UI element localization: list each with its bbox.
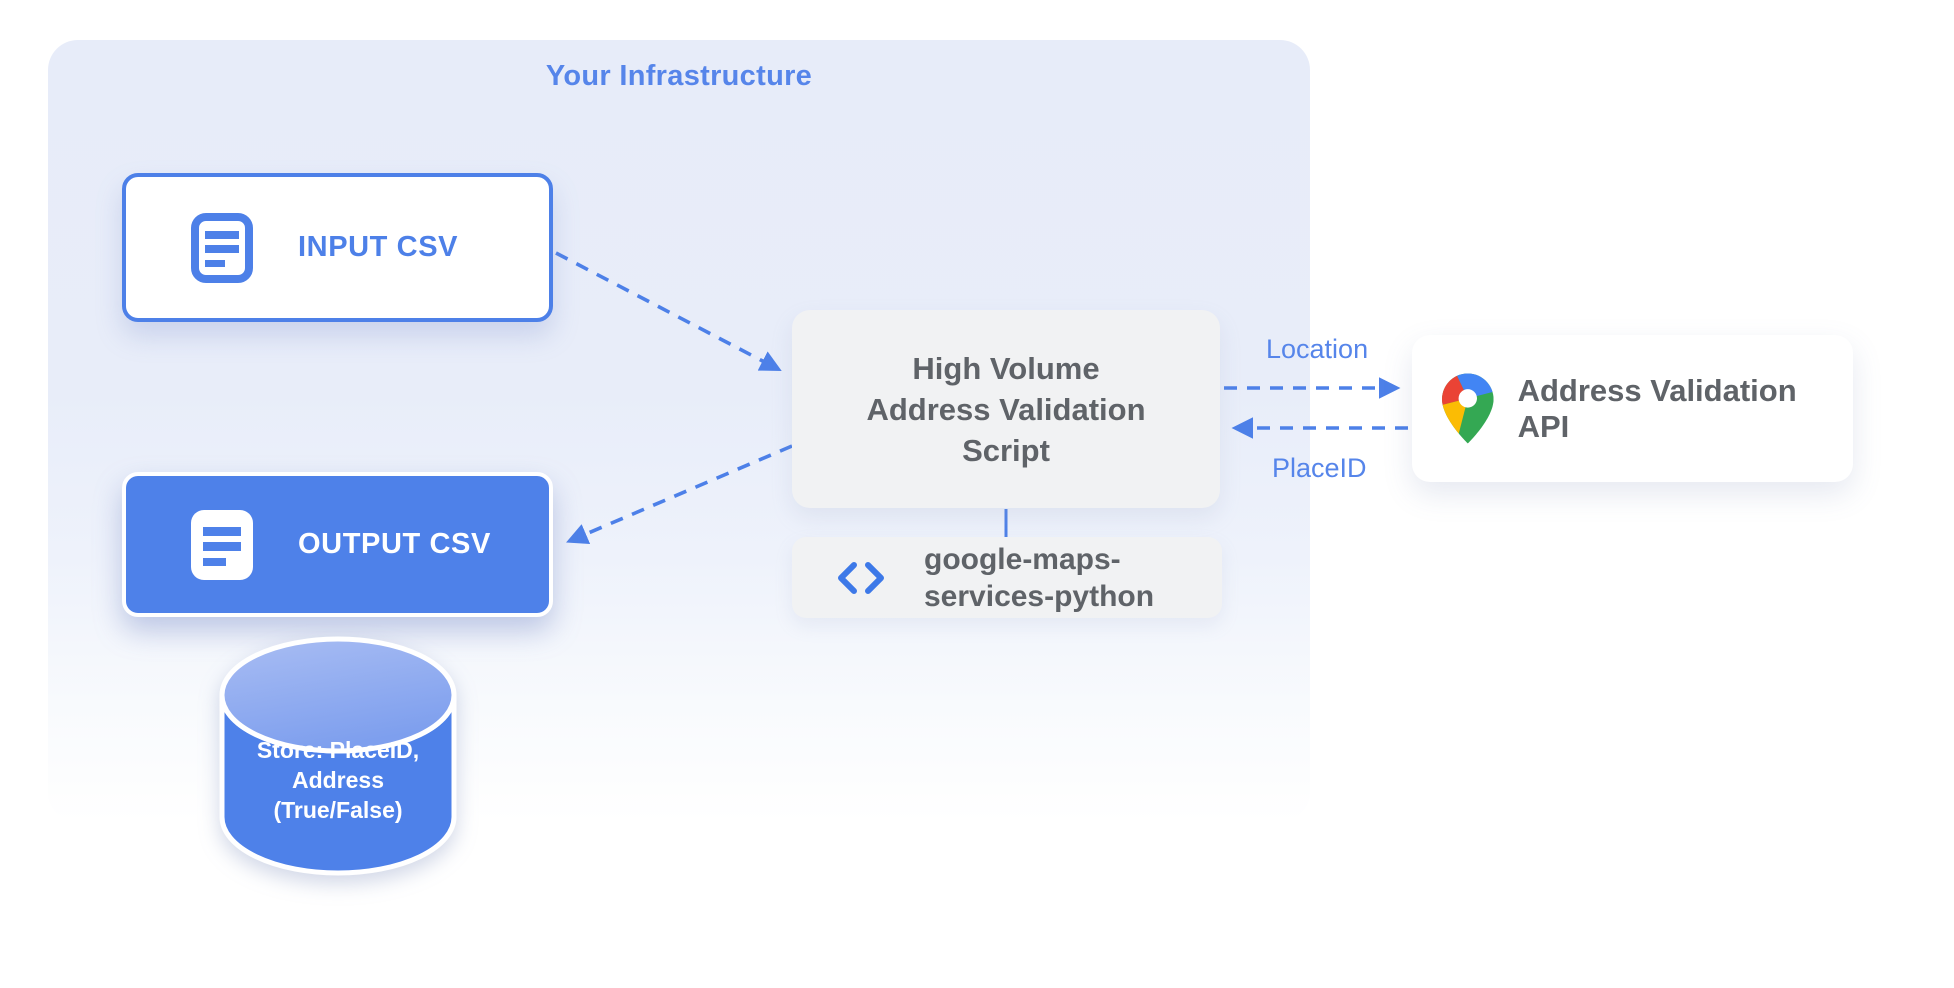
script-label-line: Script bbox=[962, 432, 1050, 468]
output-csv-label: OUTPUT CSV bbox=[298, 528, 491, 560]
csv-document-icon bbox=[191, 212, 253, 283]
datastore-label-line: Store: PlaceID, bbox=[256, 737, 420, 763]
script-label-line: Address Validation bbox=[866, 391, 1146, 427]
api-label: Address Validation API bbox=[1517, 372, 1797, 444]
datastore-label-line: Address bbox=[291, 767, 385, 793]
location-edge-label: Location bbox=[1266, 334, 1369, 364]
datastore-label-line: (True/False) bbox=[273, 797, 403, 823]
datastore-label: Store: PlaceID, Address (True/False) bbox=[216, 735, 460, 825]
csv-document-icon bbox=[191, 509, 253, 580]
script-node: High Volume Address Validation Script bbox=[792, 310, 1220, 508]
database-cylinder bbox=[219, 636, 457, 876]
library-label: google-maps- services-python bbox=[924, 541, 1154, 615]
input-csv-label: INPUT CSV bbox=[298, 231, 459, 263]
datastore-node: Store: PlaceID, Address (True/False) bbox=[216, 633, 460, 879]
library-node: google-maps- services-python bbox=[792, 537, 1222, 618]
google-maps-pin-icon bbox=[1442, 373, 1494, 444]
input-csv-node: INPUT CSV bbox=[122, 173, 553, 322]
script-label-line: High Volume bbox=[912, 350, 1100, 386]
code-icon bbox=[838, 561, 884, 594]
library-label-line: services-python bbox=[924, 579, 1155, 613]
panel-title: Your Infrastructure bbox=[545, 60, 813, 92]
api-node: Address Validation API bbox=[1412, 335, 1853, 482]
library-label-line: google-maps- bbox=[924, 542, 1121, 576]
output-csv-node: OUTPUT CSV bbox=[122, 472, 553, 617]
placeid-edge-label: PlaceID bbox=[1272, 453, 1367, 483]
